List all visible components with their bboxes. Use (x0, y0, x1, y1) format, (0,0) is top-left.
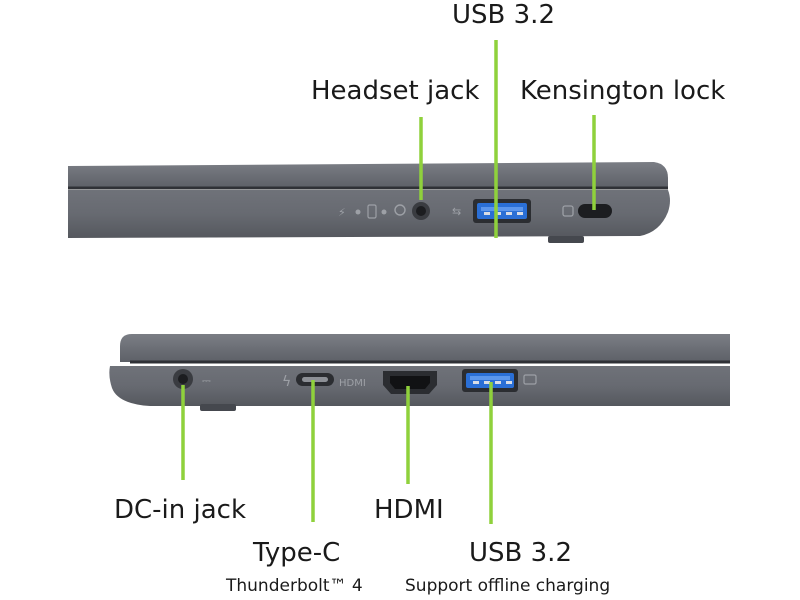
lock-symbol-icon (562, 205, 574, 217)
offline-charging-icon (523, 374, 537, 385)
headset-jack-label: Headset jack (311, 76, 480, 106)
hdmi-port (383, 371, 437, 394)
headset-jack (412, 202, 430, 220)
bottom-laptop-side: ⎓ ϟ HDMI (109, 334, 731, 524)
thunderbolt-icon: ϟ (282, 374, 291, 390)
kensington-slot (578, 204, 612, 218)
dc-symbol-icon: ⎓ (202, 374, 211, 387)
type-c-port (296, 373, 334, 386)
kensington-lock-label: Kensington lock (520, 76, 726, 106)
type-c-sublabel: Thunderbolt™ 4 (226, 576, 363, 596)
dc-in-jack (173, 369, 193, 389)
svg-text:⚡: ⚡ (338, 206, 346, 219)
top-laptop-side: ⚡ ⇆ (68, 40, 670, 243)
type-c-label: Type-C (253, 538, 341, 568)
hdmi-marking: HDMI (339, 378, 366, 389)
usb-symbol-icon: ⇆ (452, 205, 461, 218)
hdmi-label: HDMI (374, 495, 444, 525)
usb-top-label: USB 3.2 (452, 0, 555, 30)
usb-a-port-bottom (462, 369, 518, 392)
status-indicator-icons: ⚡ (338, 204, 406, 219)
usb-bottom-label: USB 3.2 (469, 538, 572, 568)
usb-a-port-top (473, 199, 531, 223)
dc-in-jack-label: DC-in jack (114, 495, 247, 525)
usb-bottom-sublabel: Support offline charging (405, 576, 611, 596)
